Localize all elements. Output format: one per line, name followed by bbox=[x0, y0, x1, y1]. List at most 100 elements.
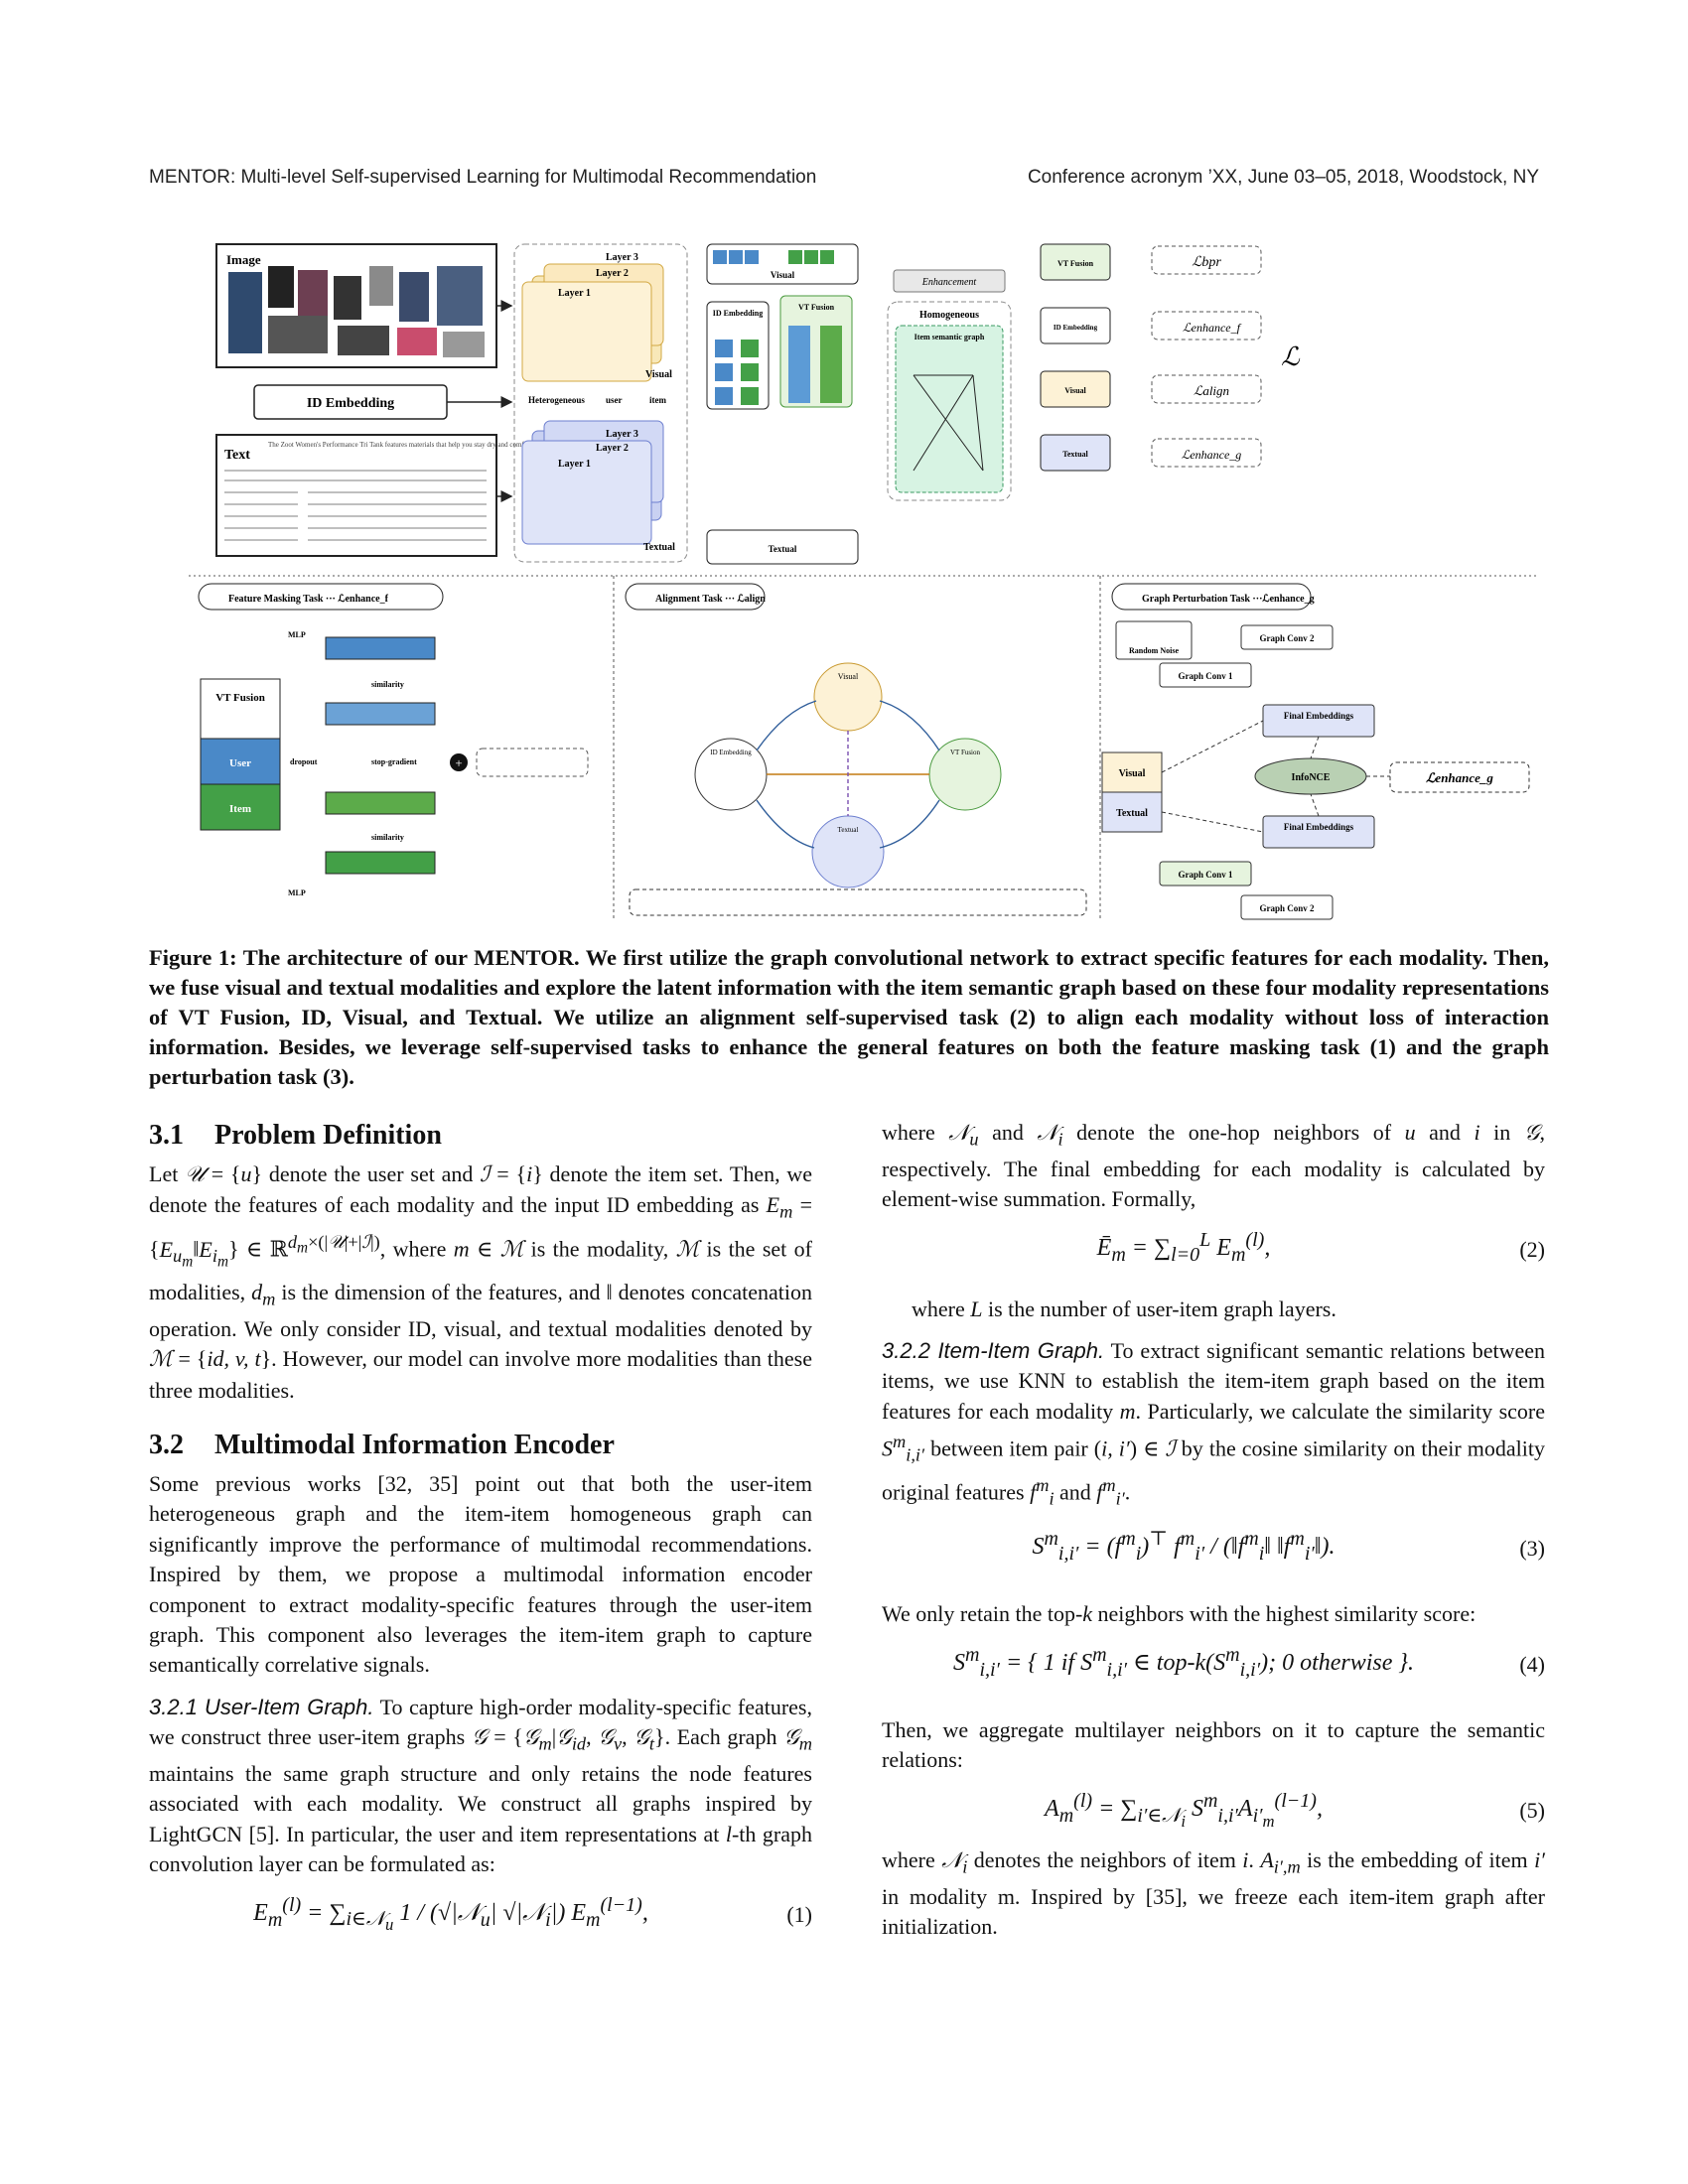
textual-layer-2: Layer 2 bbox=[596, 443, 629, 454]
final-embeddings-bottom: Final Embeddings bbox=[1284, 822, 1354, 832]
visual-layer-1: Layer 1 bbox=[558, 288, 591, 299]
figure-caption: Figure 1: The architecture of our MENTOR… bbox=[149, 945, 1549, 1089]
loss-id-label: ID Embedding bbox=[1054, 324, 1098, 332]
item-semantic-graph-label: Item semantic graph bbox=[914, 333, 985, 341]
equation-5-number: (5) bbox=[1519, 1797, 1545, 1823]
loss-id-box bbox=[1040, 307, 1111, 344]
task1-user: User bbox=[229, 757, 251, 769]
enhancement-box bbox=[893, 269, 1006, 293]
right-column: where 𝒩u and 𝒩i denote the one-hop neigh… bbox=[882, 1118, 1545, 1942]
equation-1-number: (1) bbox=[786, 1901, 812, 1927]
random-noise-label: Random Noise bbox=[1129, 646, 1179, 655]
loss-visual-label: Visual bbox=[1064, 386, 1086, 395]
svg-text:+: + bbox=[455, 755, 462, 770]
visual-layer-stack bbox=[521, 263, 664, 382]
image-label: Image bbox=[226, 252, 261, 267]
loss-enhance-f: ℒenhance_f bbox=[1183, 321, 1242, 335]
loss-align: ℒalign bbox=[1194, 383, 1229, 398]
equation-3-number: (3) bbox=[1519, 1536, 1545, 1562]
loss-enhance-f-box bbox=[1151, 311, 1262, 341]
textual-layer-1: Layer 1 bbox=[558, 459, 591, 470]
task1-vt-fusion: VT Fusion bbox=[215, 692, 265, 704]
task3-loss: ℒenhance_g bbox=[1426, 770, 1493, 785]
task3-visual: Visual bbox=[1119, 768, 1146, 779]
visual-graph-label: Visual bbox=[645, 369, 672, 380]
loss-total: ℒ bbox=[1281, 342, 1301, 371]
text-lines bbox=[224, 470, 487, 541]
running-header-venue: Conference acronym ’XX, June 03–05, 2018… bbox=[1027, 167, 1539, 188]
product-images bbox=[228, 266, 485, 357]
loss-bpr-box bbox=[1151, 245, 1262, 275]
text-label: Text bbox=[224, 448, 250, 463]
textual-layer-stack bbox=[521, 420, 664, 545]
freeze-paragraph: where 𝒩i denotes the neighbors of item i… bbox=[882, 1846, 1545, 1939]
loss-enhance-g-box bbox=[1151, 438, 1262, 468]
loss-textual-label: Textual bbox=[1062, 450, 1088, 459]
user-legend: user bbox=[606, 395, 623, 405]
loss-bpr: ℒbpr bbox=[1192, 255, 1221, 270]
task3-badge bbox=[1111, 583, 1312, 611]
top-k-sentence: We only retain the top-k neighbors with … bbox=[882, 1601, 1477, 1627]
graph-conv-2-top: Graph Conv 2 bbox=[1259, 633, 1315, 643]
final-embeddings-top: Final Embeddings bbox=[1284, 711, 1354, 721]
id-embedding-modality-box bbox=[706, 301, 770, 410]
layers-sentence: where L is the number of user-item graph… bbox=[912, 1296, 1336, 1321]
running-header-title: MENTOR: Multi-level Self-supervised Lear… bbox=[149, 167, 817, 188]
visual-layer-3: Layer 3 bbox=[606, 252, 638, 263]
aggregate-sentence: Then, we aggregate multilayer neighbors … bbox=[882, 1716, 1545, 1773]
task2-label: Alignment Task ··· ℒalign bbox=[655, 594, 766, 605]
textual-embedding-label: Textual bbox=[769, 544, 797, 554]
infonce-label: InfoNCE bbox=[1292, 772, 1331, 783]
loss-vt-fusion-label: VT Fusion bbox=[1057, 259, 1094, 268]
enhancement-label: Enhancement bbox=[921, 277, 977, 288]
task1-item: Item bbox=[229, 803, 251, 815]
textual-layer-3: Layer 3 bbox=[606, 429, 638, 440]
loss-align-box bbox=[1151, 374, 1262, 404]
textual-embedding-box bbox=[706, 529, 859, 565]
text-snippet: The Zoot Women's Performance Tri Tank fe… bbox=[268, 441, 618, 449]
task2-textual: Textual bbox=[838, 826, 859, 834]
task1-label: Feature Masking Task ··· ℒenhance_f bbox=[228, 594, 389, 605]
neighbors-paragraph: where 𝒩u and 𝒩i denote the one-hop neigh… bbox=[882, 1120, 1545, 1212]
task2-visual: Visual bbox=[838, 672, 859, 681]
task1-similarity-bottom: similarity bbox=[371, 833, 404, 842]
graph-conv-2-bottom: Graph Conv 2 bbox=[1259, 903, 1315, 913]
encoder-paragraph: Some previous works [32, 35] point out t… bbox=[149, 1471, 812, 1678]
textual-graph-label: Textual bbox=[643, 542, 675, 553]
task1-badge bbox=[198, 583, 444, 611]
text-panel bbox=[215, 434, 497, 557]
task1-stop-gradient: stop-gradient bbox=[371, 757, 417, 766]
equation-1: Em(l) = ∑i∈𝒩u 1 / (√|𝒩u| √|𝒩i|) Em(l−1),… bbox=[253, 1893, 812, 1935]
id-embedding-modality-label: ID Embedding bbox=[713, 309, 763, 318]
item-legend: item bbox=[649, 395, 666, 405]
loss-vt-fusion-box bbox=[1040, 243, 1111, 281]
loss-visual-box bbox=[1040, 370, 1111, 408]
task2-badge bbox=[625, 583, 766, 611]
item-item-graph-paragraph: 3.2.2 Item-Item Graph. To extract signif… bbox=[882, 1338, 1545, 1510]
equation-2-number: (2) bbox=[1519, 1236, 1545, 1262]
equation-3: Smi,i′ = (fmi)⊤ fmi′ / (‖fmi‖ ‖fmi′‖). (… bbox=[1032, 1528, 1545, 1566]
loss-enhance-g: ℒenhance_g bbox=[1182, 448, 1242, 462]
task3-textual: Textual bbox=[1116, 808, 1148, 819]
homogeneous-label: Homogeneous bbox=[919, 310, 979, 321]
problem-definition-paragraph: Let 𝒰 = {u} denote the user set and ℐ = … bbox=[149, 1161, 813, 1403]
homogeneous-container bbox=[887, 301, 1012, 501]
id-embedding-label: ID Embedding bbox=[307, 396, 394, 411]
equation-4-number: (4) bbox=[1519, 1651, 1545, 1677]
architecture-figure: Image Text The Zoot Women's Performance … bbox=[189, 243, 1539, 921]
equation-2: Ēm = ∑l=0L Em(l), (2) bbox=[1096, 1228, 1545, 1266]
task1-mlp-top: MLP bbox=[288, 630, 306, 639]
visual-embedding-label: Visual bbox=[771, 270, 795, 280]
graph-conv-1-top: Graph Conv 1 bbox=[1178, 671, 1233, 681]
equation-4: Smi,i′ = { 1 if Smi,i′ ∈ top-k(Smi,i′); … bbox=[952, 1643, 1545, 1681]
task2-id: ID Embedding bbox=[710, 749, 752, 756]
heterogeneous-label: Heterogeneous bbox=[528, 395, 585, 405]
task1-similarity-top: similarity bbox=[371, 680, 404, 689]
task1-mlp-bottom: MLP bbox=[288, 888, 306, 897]
loss-textual-box bbox=[1040, 434, 1111, 472]
task3-label: Graph Perturbation Task ···ℒenhance_g bbox=[1142, 594, 1315, 605]
vt-fusion-label: VT Fusion bbox=[798, 303, 835, 312]
